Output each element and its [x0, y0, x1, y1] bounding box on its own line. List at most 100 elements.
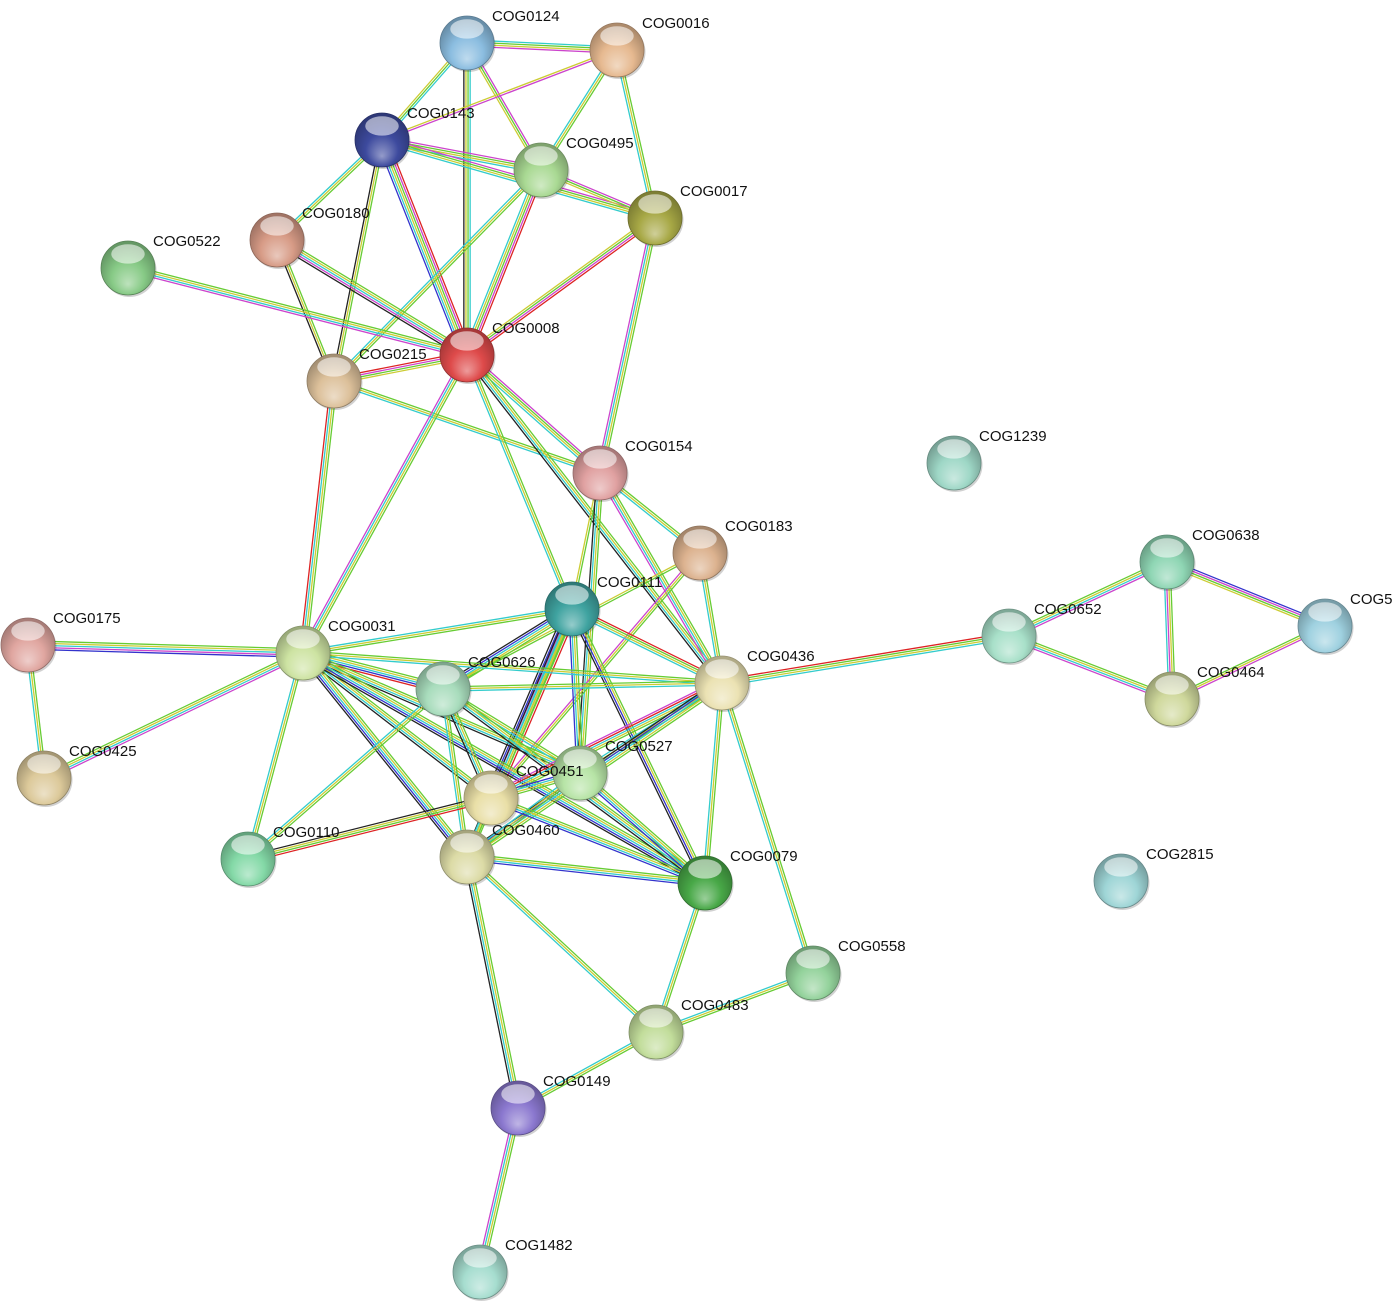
edge-evidence-line — [1008, 636, 1172, 701]
edge-evidence-line — [247, 796, 491, 859]
edge-evidence-line — [1171, 625, 1326, 700]
edge-evidence-line — [333, 139, 383, 382]
node-label: COG1239 — [979, 428, 1047, 445]
edge-evidence-line — [702, 682, 721, 883]
node-label: COG0464 — [1197, 664, 1265, 681]
edge-evidence-line — [1008, 560, 1167, 636]
node-cog0124[interactable]: COG0124 — [439, 8, 560, 72]
edge-evidence-line — [467, 855, 706, 883]
node-cog0215[interactable]: COG0215 — [306, 346, 427, 410]
node-cog0017[interactable]: COG0017 — [627, 183, 748, 247]
node-label: COG0495 — [566, 135, 634, 152]
node-cog0111[interactable]: COG0111 — [544, 574, 662, 638]
edge-evidence-line — [464, 168, 540, 355]
node-cog0154[interactable]: COG0154 — [572, 438, 693, 502]
node-cog0180[interactable]: COG0180 — [249, 205, 370, 269]
edge-COG0124-COG0008 — [463, 43, 471, 355]
node-cog0175[interactable]: COG0175 — [0, 610, 121, 674]
node-label: COG0017 — [680, 183, 748, 200]
edge-evidence-line — [382, 50, 618, 142]
edge-evidence-line — [465, 858, 656, 1035]
edge-evidence-line — [616, 49, 656, 219]
node-label: COG0527 — [605, 738, 673, 755]
node-highlight — [1308, 602, 1342, 622]
edge-evidence-line — [380, 140, 467, 356]
node-cog0626[interactable]: COG0626 — [415, 654, 536, 718]
edge-COG0638-COG5 — [1165, 558, 1327, 630]
edge-evidence-line — [444, 688, 470, 857]
node-cog0527[interactable]: COG0527 — [552, 738, 673, 802]
edge-evidence-line — [480, 1108, 520, 1273]
edge-COG0031-COG0110 — [245, 652, 306, 860]
edge-evidence-line — [305, 649, 471, 855]
node-label: COG0008 — [492, 320, 560, 337]
node-cog0436[interactable]: COG0436 — [694, 648, 815, 712]
edge-COG0436-COG0652 — [721, 632, 1010, 687]
node-cog1239[interactable]: COG1239 — [926, 428, 1047, 492]
node-cog0652[interactable]: COG0652 — [981, 601, 1102, 665]
node-cog0079[interactable]: COG0079 — [677, 848, 798, 912]
node-cog0495[interactable]: COG0495 — [513, 135, 634, 199]
edge-evidence-line — [28, 640, 304, 650]
edge-evidence-line — [299, 380, 332, 653]
node-highlight — [11, 621, 45, 641]
edge-COG0175-COG0031 — [27, 640, 304, 658]
node-cog0149[interactable]: COG0149 — [490, 1073, 611, 1137]
edge-evidence-line — [488, 678, 721, 795]
edge-evidence-line — [332, 168, 540, 380]
edge-evidence-line — [466, 169, 542, 356]
edge-evidence-line — [302, 654, 722, 686]
node-cog1482[interactable]: COG1482 — [452, 1237, 573, 1301]
edge-evidence-line — [376, 141, 463, 358]
edge-evidence-line — [249, 653, 306, 860]
edge-evidence-line — [468, 220, 658, 359]
node-cog0425[interactable]: COG0425 — [16, 743, 137, 807]
edge-evidence-line — [384, 138, 471, 355]
node-cog0183[interactable]: COG0183 — [672, 518, 793, 582]
edge-evidence-line — [578, 773, 705, 885]
node-cog0483[interactable]: COG0483 — [628, 997, 749, 1061]
node-cog0558[interactable]: COG0558 — [785, 938, 906, 1002]
node-cog0464[interactable]: COG0464 — [1144, 664, 1265, 728]
edge-evidence-line — [333, 169, 542, 382]
edge-evidence-line — [333, 380, 601, 474]
edge-evidence-line — [442, 688, 468, 858]
node-cog2815[interactable]: COG2815 — [1093, 846, 1214, 910]
node-cog0451[interactable]: COG0451 — [463, 763, 584, 827]
node-label: COG0451 — [516, 763, 584, 780]
edge-evidence-line — [275, 241, 467, 358]
edge-evidence-line — [602, 471, 726, 682]
node-cog0522[interactable]: COG0522 — [100, 233, 221, 297]
edge-evidence-line — [467, 853, 706, 881]
edge-evidence-line — [27, 644, 304, 654]
node-highlight — [563, 749, 597, 769]
edge-COG0652-COG0638 — [1007, 558, 1169, 640]
node-cog0638[interactable]: COG0638 — [1139, 527, 1260, 591]
edge-COG0008-COG0154 — [464, 352, 603, 476]
edge-evidence-line — [128, 264, 468, 353]
node-label: COG0016 — [642, 15, 710, 32]
node-highlight — [688, 859, 722, 879]
node-cog0460[interactable]: COG0460 — [439, 822, 560, 886]
edge-evidence-line — [248, 800, 492, 863]
edge-evidence-line — [331, 139, 381, 381]
edge-evidence-line — [467, 856, 520, 1108]
edge-COG0180-COG0008 — [274, 235, 470, 360]
edge-evidence-line — [568, 609, 578, 774]
node-highlight — [450, 331, 484, 351]
node-cog0008[interactable]: COG0008 — [439, 320, 560, 384]
node-cog0016[interactable]: COG0016 — [589, 15, 710, 79]
node-cog0143[interactable]: COG0143 — [354, 105, 475, 169]
edge-evidence-line — [248, 690, 445, 862]
edge-COG0495-COG0008 — [462, 168, 546, 357]
edge-evidence-line — [278, 235, 470, 352]
node-cog0110[interactable]: COG0110 — [220, 824, 339, 888]
edge-evidence-line — [704, 682, 723, 884]
edge-evidence-line — [247, 688, 444, 860]
node-cog5[interactable]: COG5 — [1297, 591, 1393, 655]
edge-evidence-line — [467, 353, 602, 473]
node-cog0031[interactable]: COG0031 — [275, 618, 396, 682]
edge-evidence-line — [300, 653, 466, 859]
edge-evidence-line — [301, 354, 467, 653]
